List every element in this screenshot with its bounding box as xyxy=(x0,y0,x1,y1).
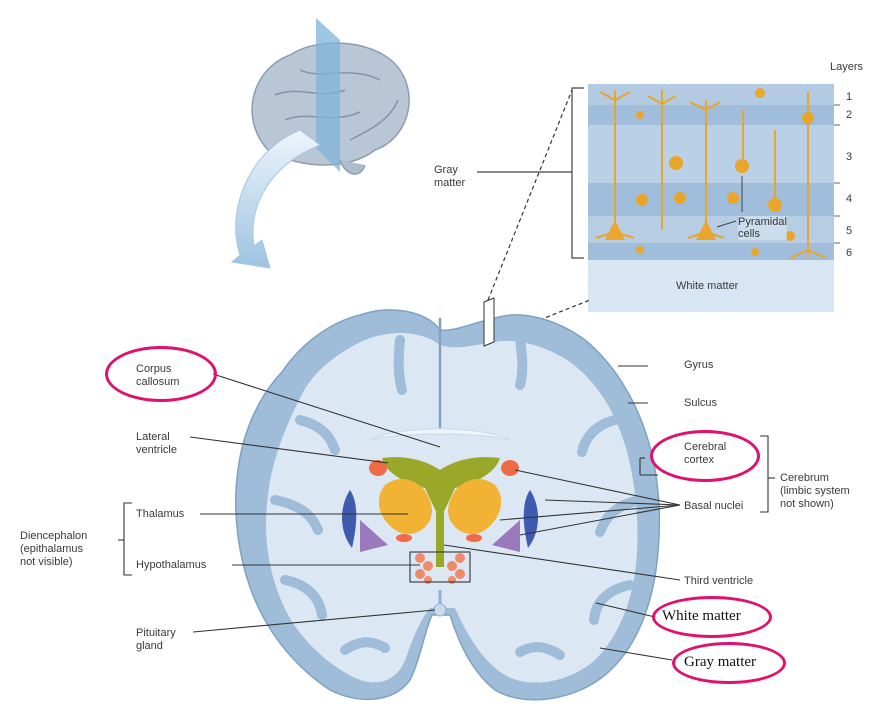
third-ventricle-label: Third ventricle xyxy=(684,575,754,587)
coronal-brain-section xyxy=(234,297,661,701)
layer-2-number: 2 xyxy=(846,109,853,121)
hypothalamus-label: Hypothalamus xyxy=(136,559,207,571)
gray-matter-label: Gray matter xyxy=(434,164,466,189)
cerebral-cortex-highlight xyxy=(650,430,760,482)
corpus-callosum-highlight xyxy=(105,346,217,402)
layer-6-number: 6 xyxy=(846,247,853,259)
cerebrum-label: Cerebrum (limbic system not shown) xyxy=(780,472,850,510)
layer-4-number: 4 xyxy=(846,193,853,205)
layer-5-number: 5 xyxy=(846,225,853,237)
sulcus-label: Sulcus xyxy=(684,397,718,409)
orientation-arrow xyxy=(230,129,322,269)
layer-1-number: 1 xyxy=(846,91,853,103)
panel-white-matter-label: White matter xyxy=(676,280,739,292)
layers-heading: Layers xyxy=(830,61,864,73)
pyramidal-cells-label: Pyramidal cells xyxy=(738,216,787,240)
gray-matter-highlight xyxy=(672,642,786,684)
layer-3-number: 3 xyxy=(846,151,853,163)
white-matter-highlight xyxy=(652,596,772,638)
gyrus-label: Gyrus xyxy=(684,359,714,371)
lateral-ventricle-label: Lateral ventricle xyxy=(136,431,177,456)
brain-orientation-icon xyxy=(230,18,410,269)
pituitary-gland-label: Pituitary gland xyxy=(136,627,176,652)
diencephalon-label: Diencephalon (epithalamus not visible) xyxy=(20,530,88,568)
cortex-layer-panel xyxy=(477,84,840,312)
basal-nuclei-label: Basal nuclei xyxy=(684,500,744,512)
thalamus-label: Thalamus xyxy=(136,508,185,520)
